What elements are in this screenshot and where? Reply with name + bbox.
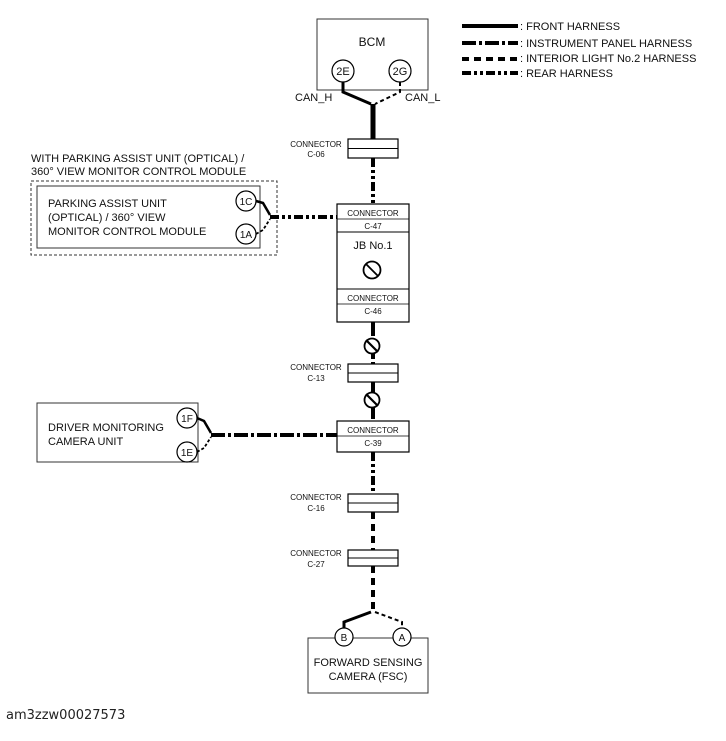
connector-c-06-id: C-06: [307, 150, 325, 159]
figure-id: am3zzw00027573: [6, 708, 126, 723]
jb-title: JB No.1: [353, 240, 392, 252]
connector-c-39: CONNECTOR C-39: [336, 420, 410, 453]
driver-monitoring-camera-unit: DRIVER MONITORING CAMERA UNIT 1F 1E: [36, 402, 199, 463]
driver-unit-line1: DRIVER MONITORING: [48, 422, 164, 434]
parking-group-label-1: WITH PARKING ASSIST UNIT (OPTICAL) /: [31, 153, 245, 165]
parking-unit-line2: (OPTICAL) / 360° VIEW: [48, 212, 166, 224]
fsc-pin-b: B: [341, 633, 348, 644]
legend: : FRONT HARNESS : INSTRUMENT PANEL HARNE…: [462, 21, 696, 80]
legend-rear: : REAR HARNESS: [520, 68, 613, 80]
connector-c-13: CONNECTOR C-13: [290, 363, 399, 383]
fsc-pin-a: A: [399, 633, 406, 644]
bcm-title: BCM: [359, 35, 386, 49]
connector-c-06: CONNECTOR C-06: [290, 138, 399, 159]
bcm-module: BCM 2E 2G: [316, 18, 429, 91]
driver-pin-1e: 1E: [181, 448, 194, 459]
legend-front: : FRONT HARNESS: [520, 21, 620, 33]
twisted-pair-icon: [363, 391, 381, 409]
connector-c-16-id: C-16: [307, 504, 325, 513]
connector-c-39-label: CONNECTOR: [347, 426, 399, 435]
parking-unit-line1: PARKING ASSIST UNIT: [48, 198, 167, 210]
connector-c-16: CONNECTOR C-16: [290, 493, 399, 513]
twisted-pair-icon: [363, 337, 381, 355]
jb-shield-icon: [362, 260, 382, 280]
legend-interior: : INTERIOR LIGHT No.2 HARNESS: [520, 53, 696, 65]
driver-unit-line2: CAMERA UNIT: [48, 436, 123, 448]
connector-c-46-label: CONNECTOR: [347, 294, 399, 303]
parking-pin-1c: 1C: [240, 197, 253, 208]
connector-c-39-id: C-39: [364, 439, 382, 448]
parking-assist-unit: PARKING ASSIST UNIT (OPTICAL) / 360° VIE…: [36, 185, 261, 249]
bcm-pin-2e: 2E: [336, 66, 349, 78]
signal-can-h: CAN_H: [295, 92, 332, 104]
connector-c-13-label: CONNECTOR: [290, 363, 342, 372]
junction-block-jb-no1: CONNECTOR C-47 JB No.1 CONNECTOR C-46: [336, 203, 410, 323]
fsc-line2: CAMERA (FSC): [329, 671, 408, 683]
connector-c-27: CONNECTOR C-27: [290, 549, 399, 569]
forward-sensing-camera: FORWARD SENSING CAMERA (FSC) B A: [307, 627, 429, 694]
connector-c-46-id: C-46: [364, 307, 382, 316]
bcm-pin-2g: 2G: [393, 66, 408, 78]
legend-instrument: : INSTRUMENT PANEL HARNESS: [520, 38, 692, 50]
connector-c-13-id: C-13: [307, 374, 325, 383]
driver-pin-1f: 1F: [181, 414, 193, 425]
connector-c-47-id: C-47: [364, 222, 382, 231]
parking-unit-line3: MONITOR CONTROL MODULE: [48, 226, 206, 238]
fsc-line1: FORWARD SENSING: [314, 657, 423, 669]
connector-c-27-id: C-27: [307, 560, 325, 569]
connector-c-16-label: CONNECTOR: [290, 493, 342, 502]
connector-c-47-label: CONNECTOR: [347, 209, 399, 218]
parking-group-label-2: 360° VIEW MONITOR CONTROL MODULE: [31, 166, 246, 178]
connector-c-06-label: CONNECTOR: [290, 140, 342, 149]
signal-can-l: CAN_L: [405, 92, 440, 104]
connector-c-27-label: CONNECTOR: [290, 549, 342, 558]
parking-pin-1a: 1A: [240, 230, 253, 241]
